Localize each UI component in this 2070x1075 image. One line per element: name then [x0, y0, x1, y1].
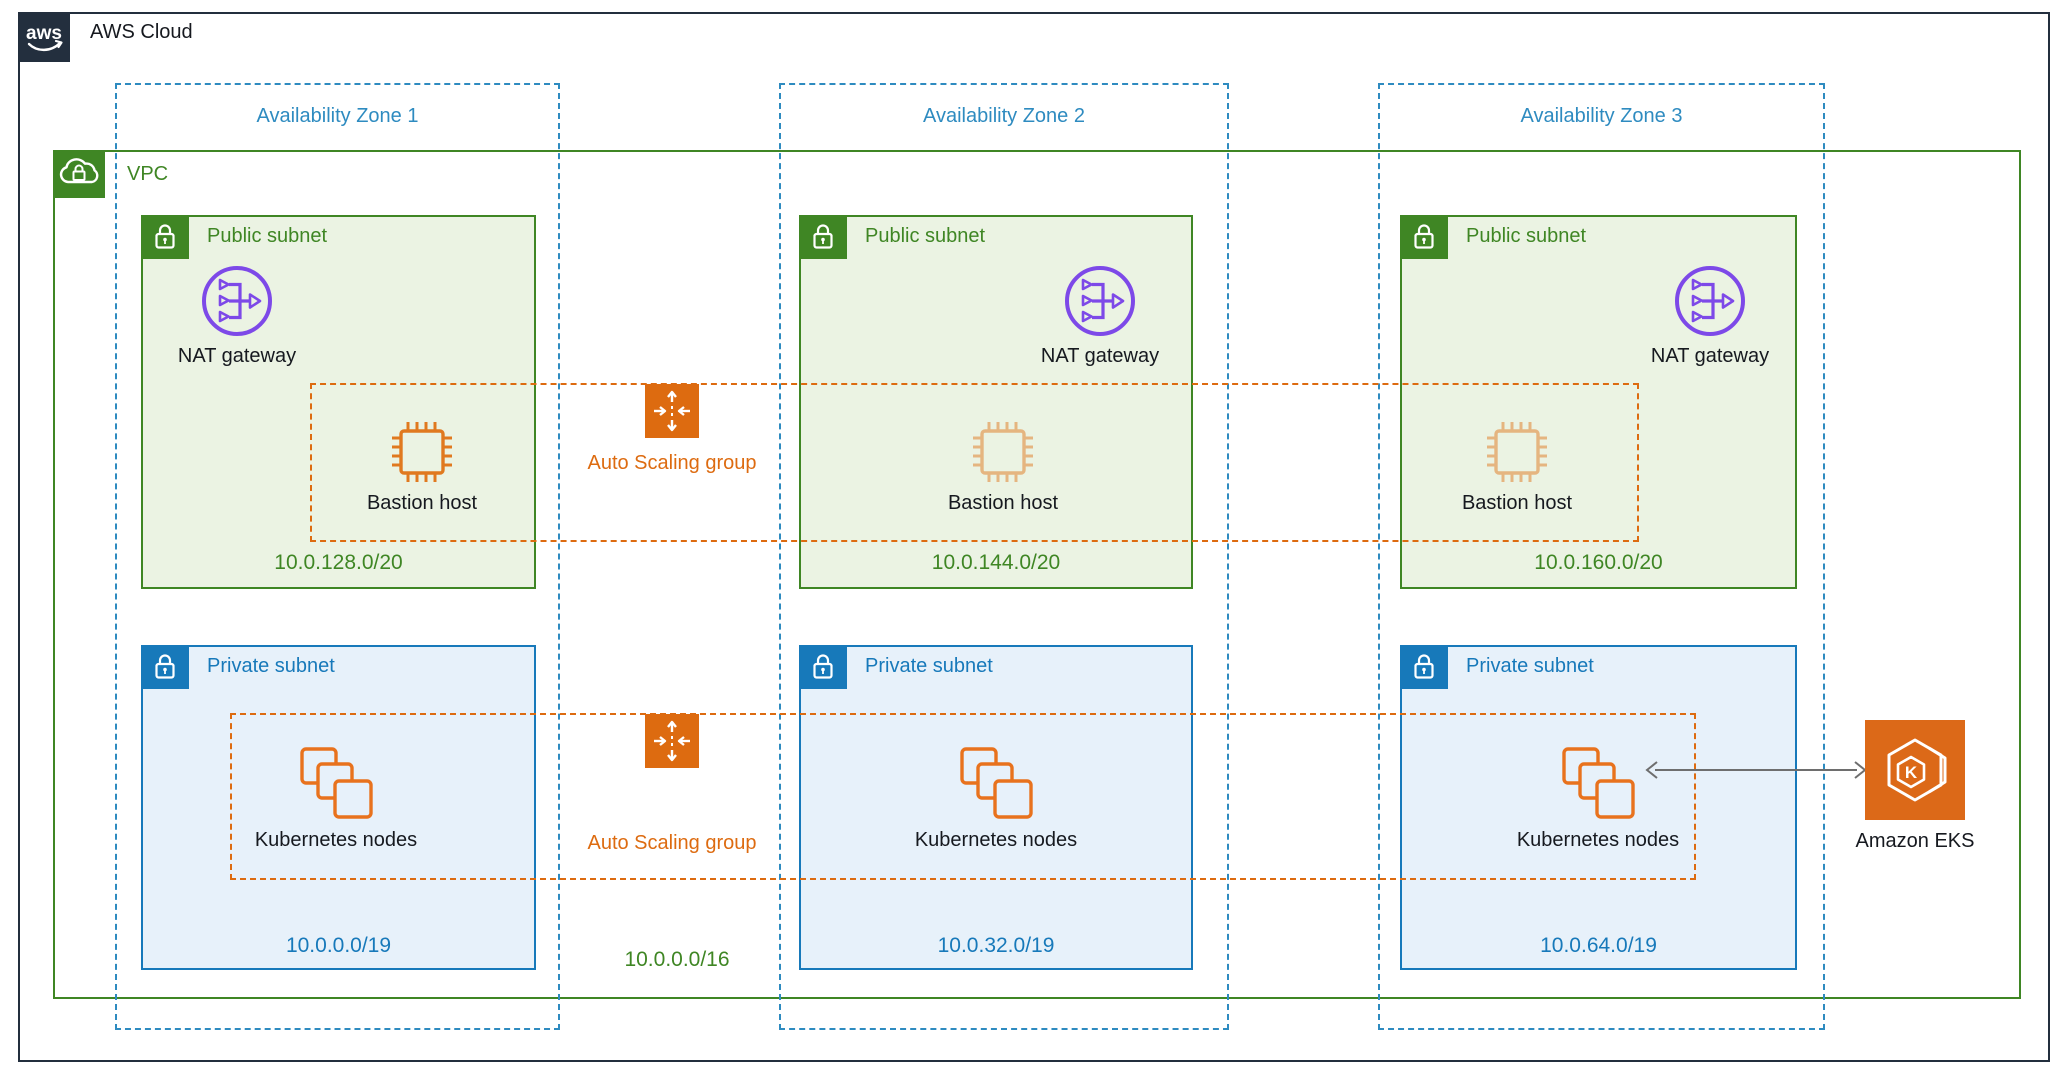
availability-zone-1: Availability Zone 1: [115, 83, 560, 1030]
nat-gateway-az2: NAT gateway: [1030, 263, 1170, 368]
asg-label-bastion: Auto Scaling group: [587, 452, 757, 474]
auto-scaling-icon: [645, 714, 699, 768]
eks-icon-letter: K: [1905, 763, 1918, 782]
public-subnet-cidr: 10.0.128.0/20: [274, 551, 403, 574]
nat-gateway-az1: NAT gateway: [167, 263, 307, 368]
public-subnet-lock-icon: [1400, 215, 1448, 259]
nat-gateway-icon: [1065, 266, 1135, 336]
bastion-host-az3: Bastion host: [1447, 418, 1587, 515]
public-subnet-az1: Public subnet 10.0.128.0/20: [141, 215, 536, 589]
nat-gateway-label: NAT gateway: [1040, 345, 1160, 367]
nat-gateway-icon: [1675, 266, 1745, 336]
public-subnet-az3: Public subnet 10.0.160.0/20: [1400, 215, 1797, 589]
asg-box-nodes: [230, 713, 1696, 880]
eks-connection-arrow: [1645, 761, 1867, 779]
private-subnet-cidr: 10.0.64.0/19: [1540, 934, 1657, 957]
private-subnet-lock-icon: [141, 645, 189, 689]
public-subnet-lock-icon: [141, 215, 189, 259]
az2-label: Availability Zone 2: [923, 105, 1085, 127]
nat-gateway-icon: [202, 266, 272, 336]
private-subnet-lock-icon: [1400, 645, 1448, 689]
availability-zone-2: Availability Zone 2: [779, 83, 1229, 1030]
nat-gateway-az3: NAT gateway: [1640, 263, 1780, 368]
bastion-host-label: Bastion host: [366, 492, 478, 514]
aws-cloud-title: AWS Cloud: [90, 21, 193, 43]
aws-logo-icon: aws: [18, 12, 70, 62]
kubernetes-nodes-az3: Kubernetes nodes: [1508, 745, 1688, 852]
kubernetes-nodes-icon: [300, 747, 373, 819]
az3-label: Availability Zone 3: [1520, 105, 1683, 127]
kubernetes-nodes-icon: [1562, 747, 1635, 819]
bastion-host-az2: Bastion host: [933, 418, 1073, 515]
availability-zone-3: Availability Zone 3: [1378, 83, 1825, 1030]
amazon-eks-icon: K: [1865, 720, 1965, 820]
vpc-label: VPC: [127, 163, 169, 185]
nat-gateway-label: NAT gateway: [177, 345, 297, 367]
aws-logo-text: aws: [26, 23, 62, 44]
private-subnet-title: Private subnet: [865, 655, 993, 677]
public-subnet-az2: Public subnet 10.0.144.0/20: [799, 215, 1193, 589]
asg-label-nodes: Auto Scaling group: [587, 832, 757, 854]
bastion-host-az1: Bastion host: [352, 418, 492, 515]
bastion-host-label: Bastion host: [1461, 492, 1573, 514]
vpc-cidr-label: 10.0.0.0/16: [624, 948, 730, 971]
public-subnet-title: Public subnet: [1466, 225, 1587, 247]
auto-scaling-icon: [645, 384, 699, 438]
public-subnet-cidr: 10.0.144.0/20: [931, 551, 1061, 574]
public-subnet-title: Public subnet: [865, 225, 986, 247]
kubernetes-nodes-label: Kubernetes nodes: [1516, 829, 1680, 851]
private-subnet-lock-icon: [799, 645, 847, 689]
bastion-host-label: Bastion host: [947, 492, 1059, 514]
kubernetes-nodes-az1: Kubernetes nodes: [246, 745, 426, 852]
az1-label: Availability Zone 1: [256, 105, 419, 127]
vpc-icon: [53, 150, 105, 198]
amazon-eks-label: Amazon EKS: [1855, 830, 1975, 852]
bastion-host-icon: [392, 422, 452, 482]
kubernetes-nodes-icon: [960, 747, 1033, 819]
kubernetes-nodes-label: Kubernetes nodes: [914, 829, 1078, 851]
kubernetes-nodes-label: Kubernetes nodes: [254, 829, 418, 851]
public-subnet-lock-icon: [799, 215, 847, 259]
private-subnet-title: Private subnet: [207, 655, 335, 677]
aws-cloud-group: [18, 12, 2050, 1062]
bastion-host-icon: [973, 422, 1033, 482]
public-subnet-cidr: 10.0.160.0/20: [1534, 551, 1663, 574]
private-subnet-cidr: 10.0.0.0/19: [285, 934, 392, 957]
public-subnet-title: Public subnet: [207, 225, 328, 247]
asg-box-bastion: [310, 383, 1639, 542]
vpc-group: [53, 150, 2021, 999]
nat-gateway-label: NAT gateway: [1650, 345, 1770, 367]
private-subnet-title: Private subnet: [1466, 655, 1594, 677]
private-subnet-cidr: 10.0.32.0/19: [937, 934, 1055, 957]
kubernetes-nodes-az2: Kubernetes nodes: [906, 745, 1086, 852]
bastion-host-icon: [1487, 422, 1547, 482]
